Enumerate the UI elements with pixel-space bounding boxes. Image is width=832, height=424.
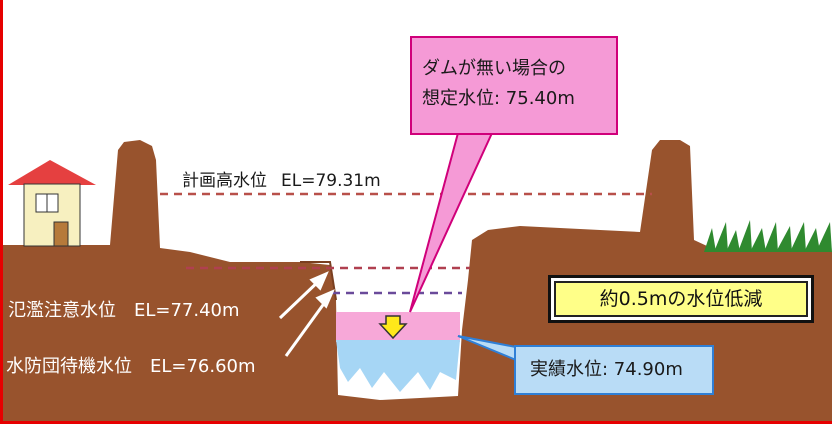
flood-caution-label: 氾濫注意水位 EL=77.40m (8, 296, 240, 322)
flood-caution-name: 氾濫注意水位 (8, 300, 116, 321)
no-dam-callout-line1: ダムが無い場合の (422, 58, 566, 79)
actual-callout-text: 実績水位: 74.90m (530, 359, 683, 380)
actual-water-level-callout: 実績水位: 74.90m (514, 345, 714, 395)
flood-standby-name: 水防団待機水位 (6, 356, 132, 377)
no-dam-callout-line2: 想定水位: 75.40m (422, 88, 575, 109)
plan-high-water-label: 計画高水位 EL=79.31m (182, 166, 381, 191)
flood-caution-el: EL=77.40m (134, 300, 240, 321)
plan-high-water-name: 計画高水位 (182, 171, 267, 191)
frame-bottom-edge (0, 421, 832, 424)
flood-standby-el: EL=76.60m (150, 356, 256, 377)
house-icon (8, 160, 96, 247)
water-level-reduction-callout: 約0.5mの水位低減 (551, 278, 811, 320)
grass-icon (704, 220, 832, 252)
down-arrow-icon (378, 315, 408, 340)
no-dam-water-level-callout: ダムが無い場合の 想定水位: 75.40m (410, 36, 618, 135)
plan-high-water-el: EL=79.31m (281, 171, 381, 191)
reduction-callout-text: 約0.5mの水位低減 (599, 288, 763, 310)
flood-standby-label: 水防団待機水位 EL=76.60m (6, 352, 256, 378)
pointer-arrow-icon (278, 271, 335, 357)
frame-left-edge (0, 0, 3, 424)
levee-left-edge (300, 261, 337, 301)
actual-water (336, 340, 460, 392)
title-strip-remnant (150, 0, 710, 5)
